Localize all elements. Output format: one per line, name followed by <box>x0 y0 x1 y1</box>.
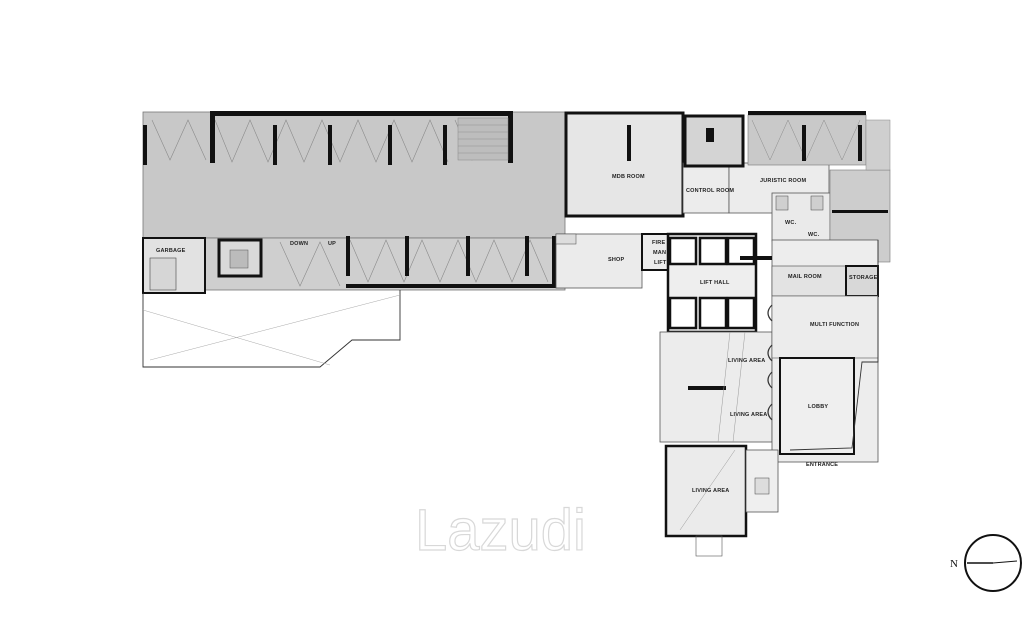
label-multi-function: MULTI FUNCTION <box>810 322 859 328</box>
label-living-area-3: LIVING AREA <box>692 488 729 494</box>
label-control-room: CONTROL ROOM <box>686 188 734 194</box>
compass-icon: N <box>950 534 1022 592</box>
label-up: UP <box>328 241 336 247</box>
label-down: DOWN <box>290 241 308 247</box>
label-fire: FIRE <box>652 240 665 246</box>
room-labels: MDB ROOM CONTROL ROOM JURISTIC ROOM WC. … <box>156 174 878 494</box>
label-wc-2: WC. <box>808 232 820 238</box>
watermark: Lazudi <box>415 498 586 563</box>
label-wc-1: WC. <box>785 220 797 226</box>
label-garbage: GARBAGE <box>156 248 186 254</box>
label-living-area-1: LIVING AREA <box>728 358 765 364</box>
service-block <box>564 111 891 263</box>
label-lift: LIFT <box>654 260 667 266</box>
label-mdb-room: MDB ROOM <box>612 174 645 180</box>
terrace-outline <box>142 290 401 368</box>
shop-block <box>555 233 669 289</box>
label-mail-room: MAIL ROOM <box>788 274 822 280</box>
lift-hall <box>666 232 758 334</box>
label-entrance: ENTRANCE <box>806 462 838 468</box>
label-juristic-room: JURISTIC ROOM <box>760 178 807 184</box>
label-lobby: LOBBY <box>808 404 828 410</box>
garbage-block <box>142 237 263 294</box>
label-lift-hall: LIFT HALL <box>700 280 730 286</box>
compass-label: N <box>950 558 958 570</box>
label-storage: STORAGE <box>849 275 878 281</box>
label-man: MAN <box>653 250 666 256</box>
label-shop: SHOP <box>608 257 625 263</box>
living-wing <box>659 239 879 557</box>
label-living-area-2: LIVING AREA <box>730 412 767 418</box>
parking-deck <box>142 111 566 291</box>
